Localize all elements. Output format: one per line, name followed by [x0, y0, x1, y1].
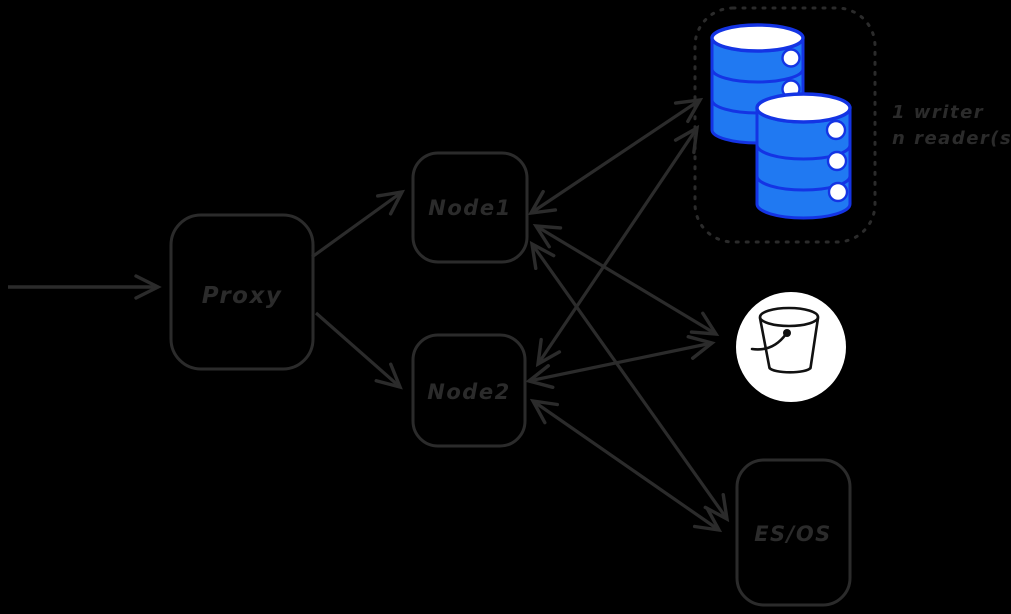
database-icon — [755, 92, 852, 220]
node2-box — [411, 333, 527, 448]
bucket-handle — [750, 332, 788, 351]
db2-divider-2 — [755, 175, 852, 192]
db1-dot-1 — [781, 48, 801, 68]
node2-label: Node2 — [427, 380, 510, 404]
esos-box — [735, 458, 852, 607]
db2-divider-1 — [755, 144, 852, 161]
writer-annotation-line1: 1 writer — [892, 102, 984, 123]
proxy-to-node1-arrow — [311, 189, 406, 259]
bucket-right-side — [809, 316, 820, 370]
node2-bucket-arrow — [525, 335, 716, 389]
database-cluster-box — [693, 6, 877, 244]
node1-box — [411, 151, 529, 264]
node2-db-arrow — [535, 124, 700, 368]
db2-dot-1 — [825, 119, 847, 141]
bucket-handle-knob — [783, 329, 791, 337]
node1-esos-arrow — [529, 240, 730, 523]
node1-db-arrow — [527, 97, 704, 216]
db1-divider-1 — [710, 68, 805, 84]
bucket-icon — [736, 292, 846, 402]
proxy-label: Proxy — [202, 283, 283, 309]
db1-top — [710, 23, 805, 53]
db2-dot-2 — [826, 150, 848, 172]
db2-top — [755, 92, 852, 124]
db2-dot-3 — [827, 181, 849, 203]
esos-label: ES/OS — [754, 522, 832, 546]
bucket-bottom — [768, 367, 812, 374]
node-resource-arrows — [525, 97, 730, 533]
node1-bucket-arrow — [532, 224, 720, 336]
node1-label: Node1 — [428, 196, 511, 220]
bucket-left-side — [758, 316, 771, 370]
writer-annotation-line2: n reader(s) — [892, 128, 1011, 149]
proxy-box — [169, 213, 315, 371]
proxy-to-node2-arrow — [314, 311, 403, 390]
node2-esos-arrow — [529, 398, 723, 533]
